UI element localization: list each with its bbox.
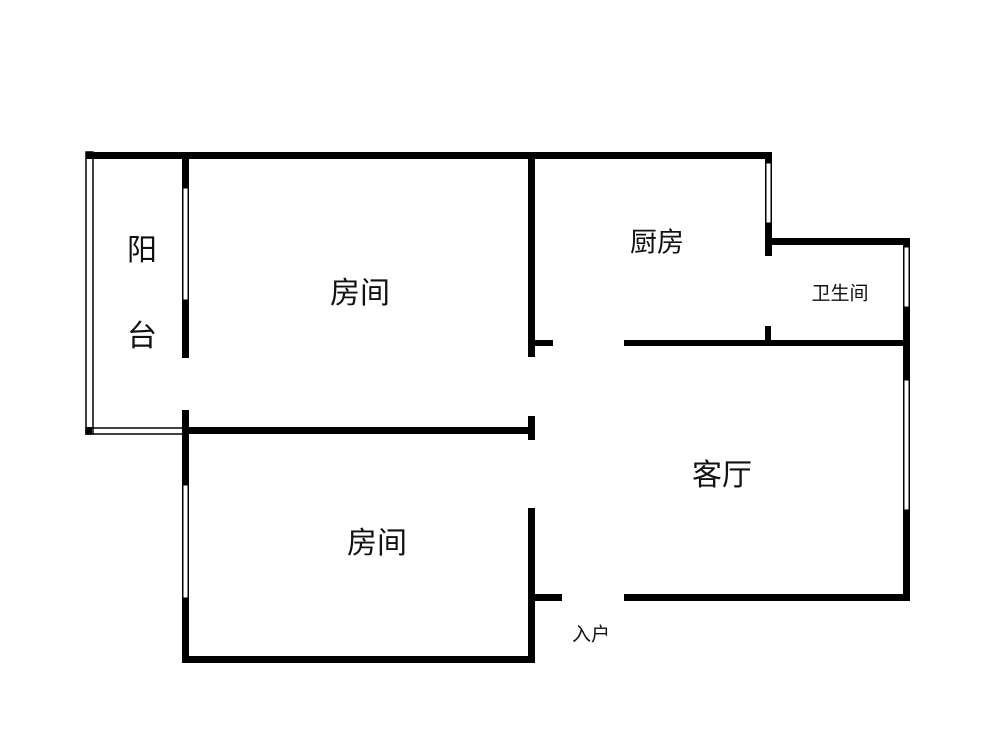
stub-bathroom-door <box>765 326 771 344</box>
window-bathroom <box>903 246 910 308</box>
wall-top <box>86 152 772 159</box>
balcony-corner <box>86 427 92 434</box>
label-living-room: 客厅 <box>692 458 752 493</box>
window-bedroom-bottom <box>182 484 189 599</box>
label-entrance: 入户 <box>571 623 611 646</box>
label-bedroom-top: 房间 <box>330 276 390 311</box>
stub-kitchen-door <box>528 340 553 346</box>
wall-bottom-bedroom <box>182 656 535 663</box>
label-bathroom: 卫生间 <box>811 282 869 305</box>
balcony-outer-wall <box>85 151 94 435</box>
label-bedroom-bottom: 房间 <box>347 526 407 561</box>
window-living <box>903 379 910 511</box>
wall-living-bottom <box>624 594 910 601</box>
window-balcony <box>182 187 189 301</box>
wall-between-bedrooms <box>185 427 533 434</box>
label-kitchen: 厨房 <box>630 227 684 259</box>
stub-entrance <box>528 594 562 601</box>
wall-center-lower <box>528 508 535 663</box>
label-balcony-2: 台 <box>127 319 157 354</box>
wall-bathroom-top <box>765 238 910 245</box>
label-balcony-1: 阳 <box>127 233 157 268</box>
window-kitchen <box>765 162 772 224</box>
balcony-bottom-rail <box>85 427 187 435</box>
wall-center-upper <box>528 152 535 357</box>
